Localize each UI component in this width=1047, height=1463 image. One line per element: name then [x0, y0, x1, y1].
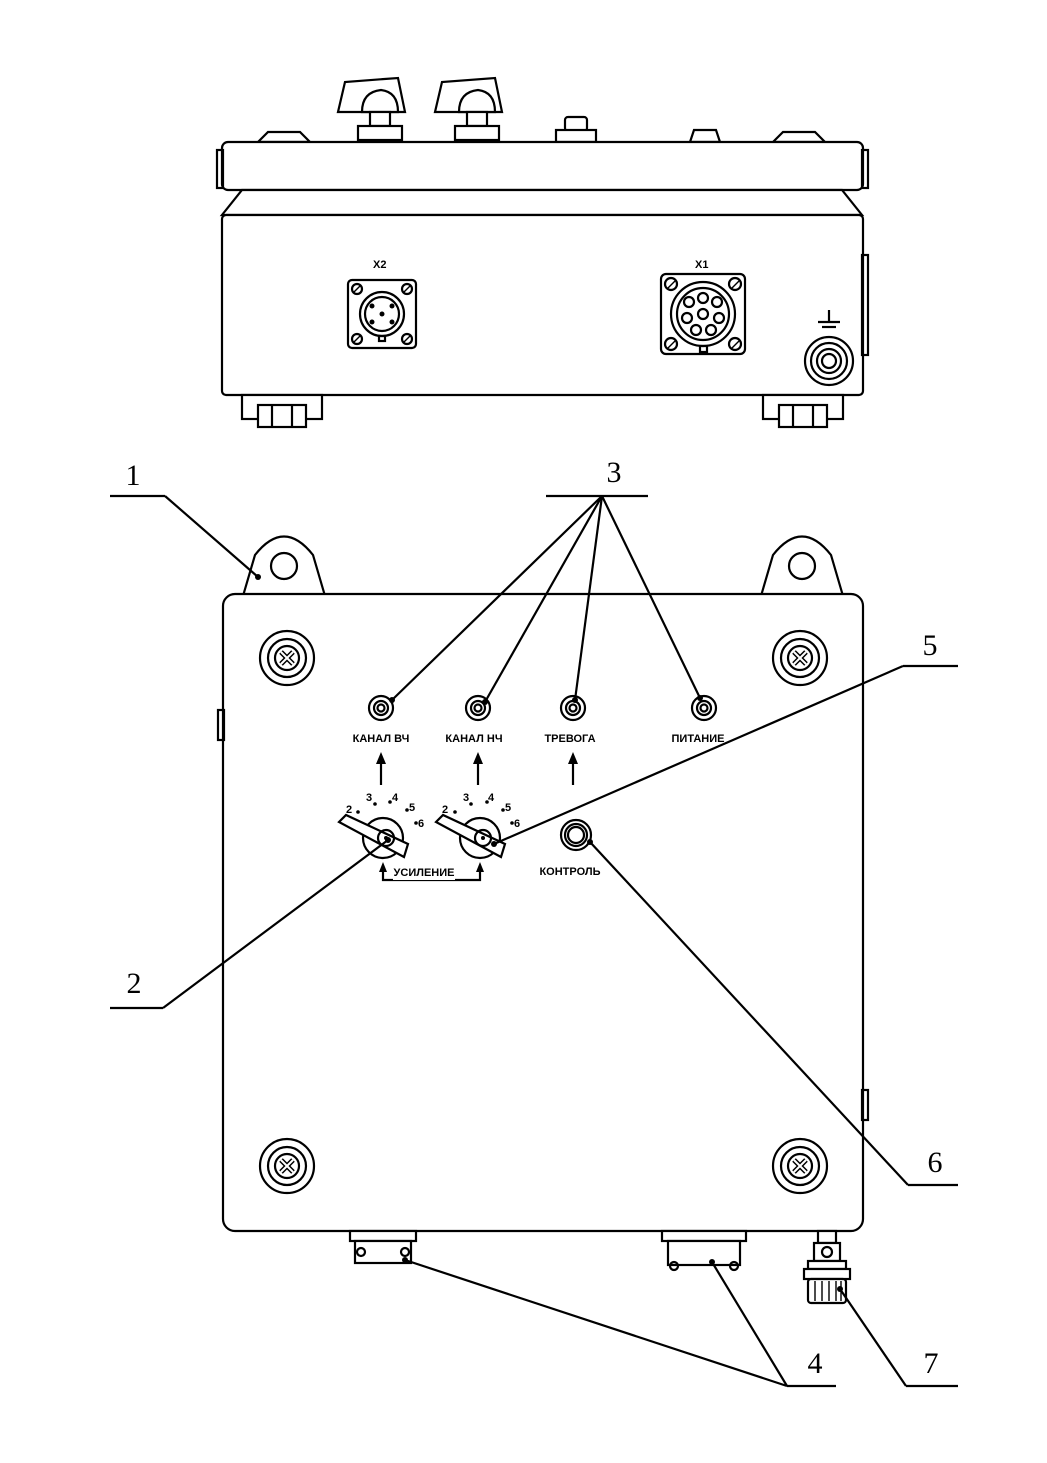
lid	[220, 140, 865, 192]
indicator-channel-hf: КАНАЛ ВЧ	[353, 694, 410, 745]
ground-terminal	[803, 310, 855, 387]
top-lug-right	[770, 130, 828, 144]
callout-5: 5	[491, 629, 958, 847]
gain-scale-left-4: 4	[392, 792, 399, 804]
top-nub	[688, 128, 722, 144]
callout-3: 3	[389, 456, 703, 705]
indicator-label-alarm: ТРЕВОГА	[544, 733, 595, 745]
gain-scale-left-6: 6	[418, 818, 424, 830]
mounting-lug-left	[241, 535, 327, 598]
front-view: КАНАЛ ВЧ КАНАЛ НЧ ТРЕВОГА ПИТАНИЕ 2 3 4 …	[216, 535, 870, 1305]
top-knob-right	[433, 76, 504, 142]
callout-1: 1	[110, 459, 261, 580]
connector-x1-label: X1	[695, 259, 708, 271]
top-button	[554, 115, 598, 144]
side-rail	[860, 253, 870, 357]
gain-scale-left-5: 5	[409, 802, 415, 814]
callout-number-5: 5	[923, 629, 938, 662]
callout-number-7: 7	[924, 1347, 939, 1380]
lid-edge-right	[860, 148, 870, 190]
lid-chamfer	[219, 188, 865, 217]
foot-right	[761, 393, 845, 429]
top-knob-left	[336, 76, 407, 142]
indicator-channel-lf: КАНАЛ НЧ	[445, 694, 503, 745]
callout-number-1: 1	[126, 459, 141, 492]
callout-number-3: 3	[607, 456, 622, 489]
housing-side	[220, 213, 865, 397]
connector-x2-label: X2	[373, 259, 386, 271]
indicator-label-power: ПИТАНИЕ	[672, 733, 725, 745]
callout-4: 4	[402, 1257, 836, 1388]
gain-label: УСИЛЕНИЕ	[394, 867, 455, 879]
indicator-label-hf: КАНАЛ ВЧ	[353, 733, 410, 745]
mounting-lug-right	[759, 535, 845, 598]
gain-scale-left-3: 3	[366, 792, 372, 804]
callouts: 1 3 5 2	[110, 456, 958, 1388]
gain-scale-right-3: 3	[463, 792, 469, 804]
callout-number-4: 4	[808, 1347, 823, 1380]
foot-left	[240, 393, 324, 429]
indicator-label-lf: КАНАЛ НЧ	[445, 733, 502, 745]
gain-scale-right-2: 2	[442, 804, 448, 816]
gain-scale-right-6: 6	[514, 818, 520, 830]
control-label: КОНТРОЛЬ	[539, 866, 600, 878]
side-tab-right	[860, 1088, 870, 1122]
gain-scale-right-4: 4	[488, 792, 495, 804]
connector-x2: X2	[346, 259, 418, 350]
gain-bracket: УСИЛЕНИЕ	[379, 862, 484, 882]
lid-edge-left	[215, 148, 225, 190]
callout-number-6: 6	[928, 1146, 943, 1179]
bottom-connector-left	[348, 1229, 418, 1265]
housing-front	[221, 592, 865, 1233]
callout-6: 6	[587, 839, 958, 1187]
screw-bottom-left	[258, 1137, 316, 1195]
gain-knob-right: 2 3 4 5 6	[434, 792, 520, 860]
callout-number-2: 2	[127, 967, 142, 1000]
screw-bottom-right	[771, 1137, 829, 1195]
top-view: X2 X1	[215, 76, 870, 429]
callout-2: 2	[110, 837, 391, 1010]
callout-7: 7	[837, 1286, 958, 1388]
side-tab-left	[216, 708, 226, 742]
gain-scale-right-5: 5	[505, 802, 511, 814]
control-button: КОНТРОЛЬ	[539, 818, 601, 878]
screw-top-right	[771, 629, 829, 687]
indicator-power: ПИТАНИЕ	[672, 694, 725, 745]
ground-terminal-front	[802, 1229, 852, 1305]
top-lug-left	[255, 130, 313, 144]
bottom-connector-right	[660, 1229, 748, 1272]
gain-scale-left-2: 2	[346, 804, 352, 816]
connector-x1: X1	[659, 259, 747, 356]
arrows-up	[376, 752, 578, 785]
